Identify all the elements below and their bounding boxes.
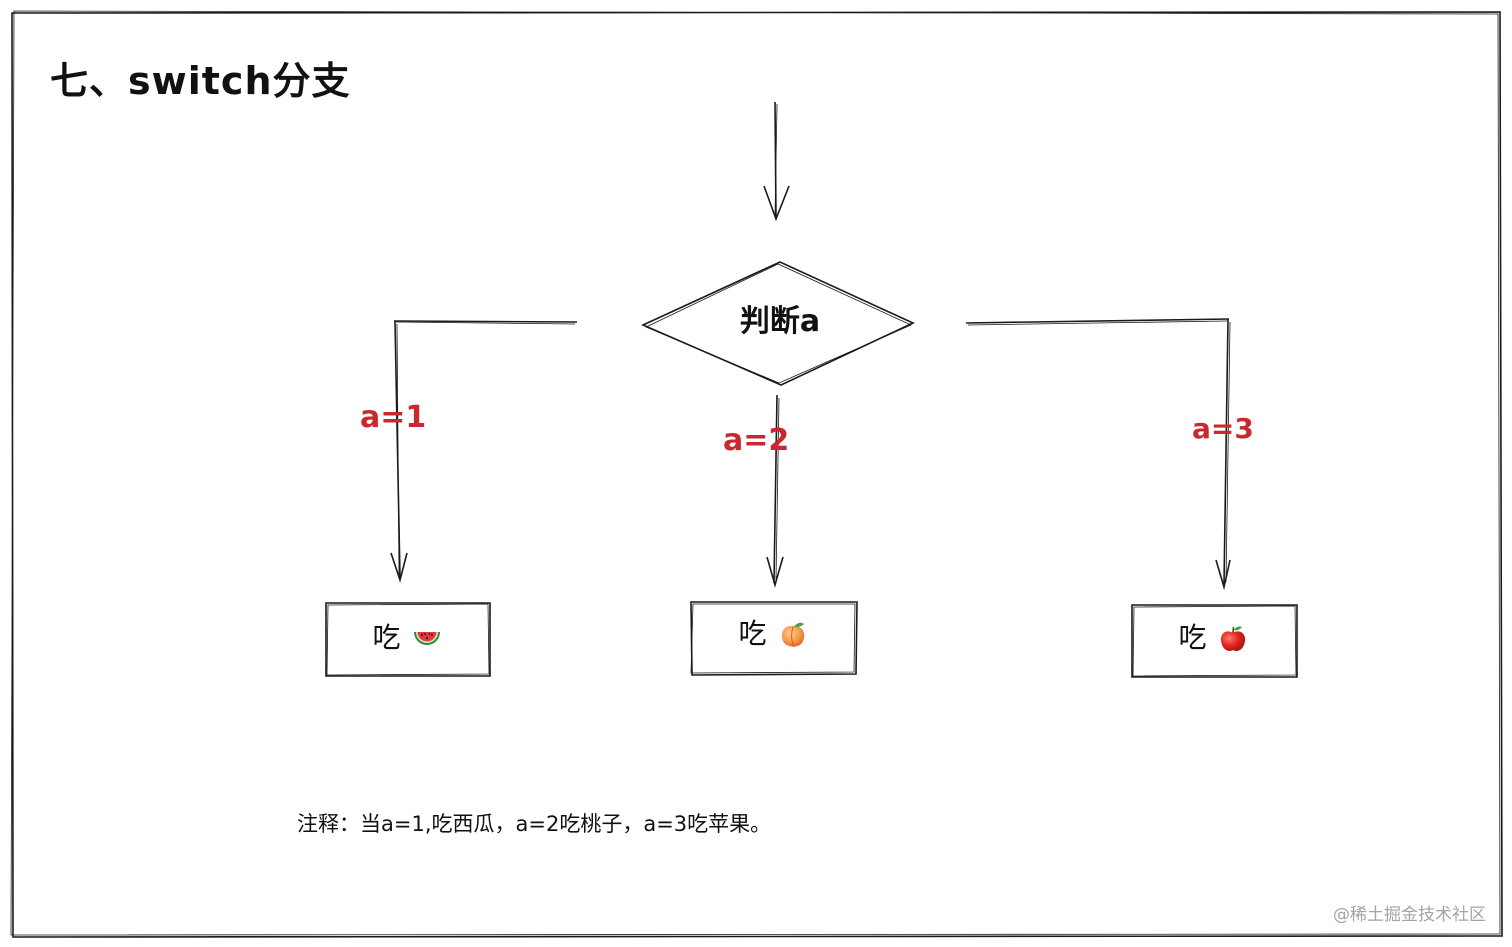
peach-icon [782, 622, 805, 648]
decision-label: 判断a [739, 304, 821, 339]
condition-label-1: a=1 [360, 400, 427, 435]
action-box-3 [1131, 604, 1298, 678]
action-text-3: 吃 [1178, 621, 1207, 654]
entry-arrow [763, 101, 790, 222]
branch-line-1 [390, 320, 578, 583]
page-title: 七、switch分支 [50, 59, 351, 103]
action-box-2 [690, 601, 858, 676]
condition-label-2: a=2 [723, 423, 790, 458]
decision-diamond [641, 261, 915, 386]
condition-label-3: a=3 [1192, 412, 1254, 445]
branch-line-2 [766, 394, 784, 588]
action-label-1: 吃 [328, 618, 488, 658]
outer-frame [10, 10, 1503, 938]
action-text-1: 吃 [372, 621, 401, 654]
action-label-2: 吃 [693, 614, 855, 654]
note-text: 注释：当a=1,吃西瓜，a=2吃桃子，a=3吃苹果。 [297, 812, 772, 836]
watermelon-icon [414, 632, 441, 645]
apple-icon [1221, 626, 1246, 651]
branch-line-3 [965, 318, 1231, 591]
watermark: @稀土掘金技术社区 [1333, 905, 1486, 925]
action-text-2: 吃 [738, 617, 767, 650]
action-label-3: 吃 [1133, 618, 1295, 658]
action-box-1 [325, 602, 491, 677]
